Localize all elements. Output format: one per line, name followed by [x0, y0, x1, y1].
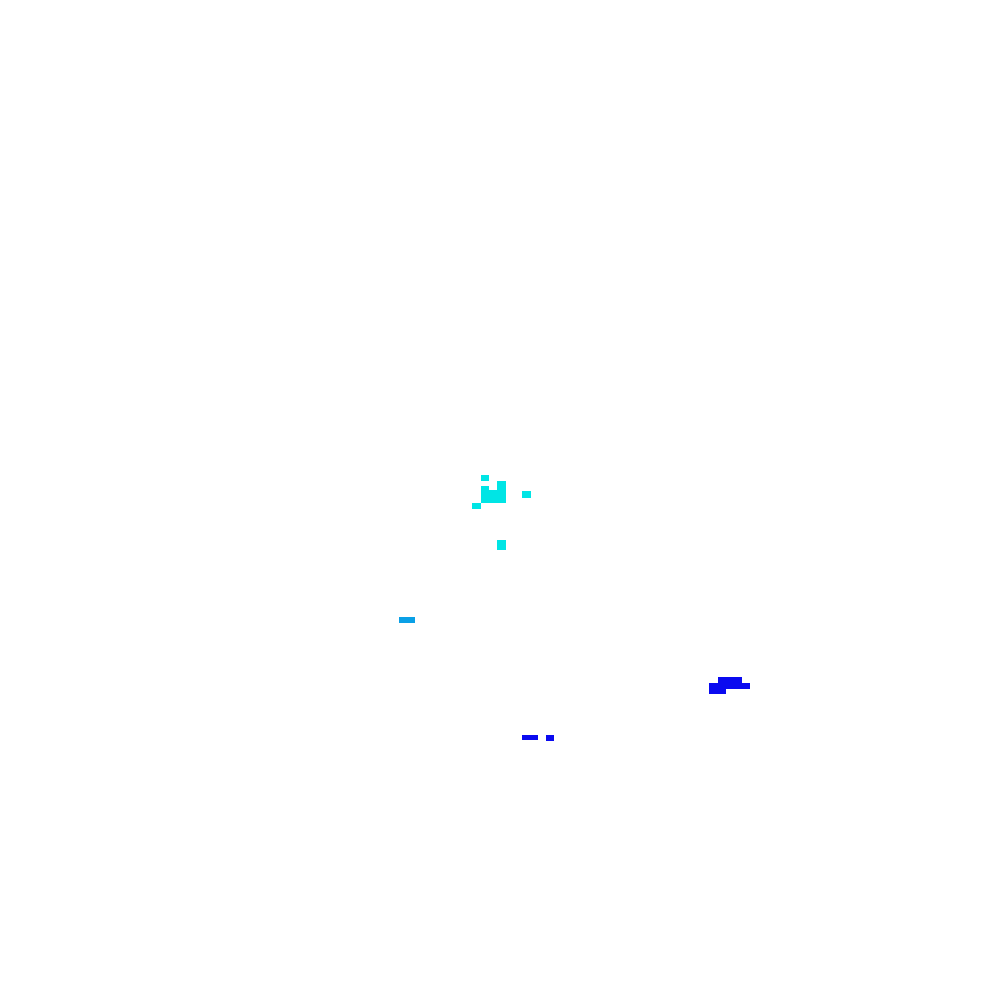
- cyan-pixel: [481, 475, 489, 481]
- cyan-pixel: [481, 490, 506, 503]
- cyan-pixel: [522, 491, 531, 498]
- blue-pixel: [709, 683, 750, 689]
- blue-pixel: [522, 735, 538, 740]
- azure-pixel: [399, 617, 415, 623]
- cyan-pixel: [497, 481, 506, 490]
- cyan-pixel: [472, 503, 481, 509]
- blue-pixel: [709, 688, 726, 694]
- blue-pixel: [718, 677, 742, 684]
- blue-pixel: [546, 735, 554, 741]
- cyan-pixel: [497, 540, 506, 550]
